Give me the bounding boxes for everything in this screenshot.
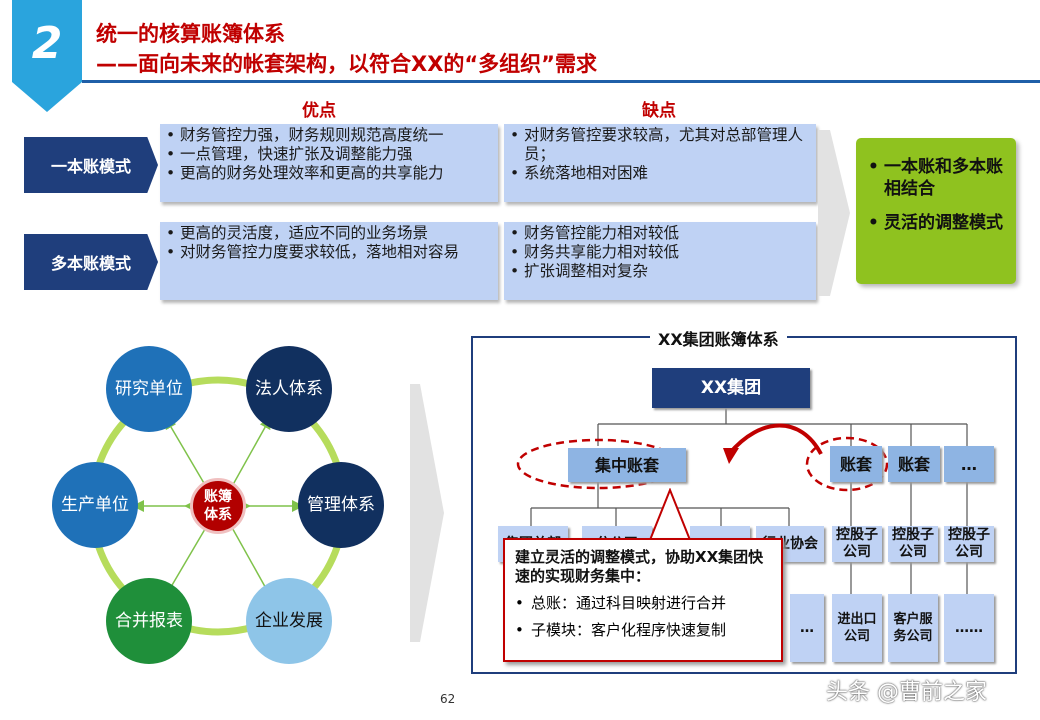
org-subunit-import-export: 进出口公司 — [832, 594, 882, 662]
ledger-more: … — [944, 446, 994, 482]
ledger-b: 账套 — [888, 446, 940, 482]
list-item: 财务共享能力相对较低 — [510, 243, 810, 262]
page-subtitle: ——面向未来的帐套架构，以符合XX的“多组织”需求 — [96, 52, 597, 76]
ledger-highlight — [805, 436, 889, 492]
header-divider — [82, 80, 1040, 83]
org-unit-holding: 控股子公司 — [944, 526, 994, 562]
conclusion-item: 灵活的调整模式 — [868, 212, 1008, 234]
list-item: 对财务管控要求较高，尤其对总部管理人员； — [510, 126, 810, 164]
callout-item: 总账：通过科目映射进行合并 — [515, 594, 771, 613]
org-subunit-customer-service: 客户服务公司 — [888, 594, 938, 662]
list-item: 财务管控力强，财务规则规范高度统一 — [166, 126, 492, 145]
list-item: 系统落地相对困难 — [510, 164, 810, 183]
ledger-central: 集中账套 — [568, 448, 686, 482]
list-item: 更高的财务处理效率和更高的共享能力 — [166, 164, 492, 183]
page-number: 62 — [440, 692, 456, 706]
node-center: 账簿体系 — [190, 478, 246, 534]
org-unit-holding: 控股子公司 — [832, 526, 882, 562]
section-number: 2 — [31, 18, 63, 69]
callout-pointer — [648, 488, 692, 541]
curved-arrow — [727, 423, 823, 456]
list-item: 对财务管控力度要求较低，落地相对容易 — [166, 243, 492, 262]
org-chart-title: XX集团账簿体系 — [650, 326, 787, 350]
org-subunit: … — [790, 594, 824, 662]
node-consolidation: 合并报表 — [106, 578, 192, 664]
multi-ledger-label: 多本账模式 — [24, 234, 158, 290]
single-ledger-pros: 财务管控力强，财务规则规范高度统一 一点管理，快速扩张及调整能力强 更高的财务处… — [160, 124, 498, 202]
single-ledger-cons: 对财务管控要求较高，尤其对总部管理人员； 系统落地相对困难 — [504, 124, 816, 202]
spoke-arrows — [132, 416, 304, 598]
callout-box: 建立灵活的调整模式，协助XX集团快速的实现财务集中： 总账：通过科目映射进行合并… — [503, 538, 783, 662]
node-management: 管理体系 — [298, 462, 384, 548]
list-item: 一点管理，快速扩张及调整能力强 — [166, 145, 492, 164]
org-unit-holding: 控股子公司 — [888, 526, 938, 562]
node-legal: 法人体系 — [246, 346, 332, 432]
multi-ledger-cons: 财务管控能力相对较低 财务共享能力相对较低 扩张调整相对复杂 — [504, 222, 816, 300]
org-root: XX集团 — [652, 368, 810, 408]
conclusion-item: 一本账和多本账相结合 — [868, 156, 1008, 200]
multi-ledger-pros: 更高的灵活度，适应不同的业务场景 对财务管控力度要求较低，落地相对容易 — [160, 222, 498, 300]
node-research: 研究单位 — [106, 346, 192, 432]
callout-item: 子模块：客户化程序快速复制 — [515, 621, 771, 640]
conclusion-arrow — [818, 130, 850, 296]
node-production: 生产单位 — [52, 462, 138, 548]
callout-heading: 建立灵活的调整模式，协助XX集团快速的实现财务集中： — [515, 548, 764, 585]
watermark: 头条 @曹前之家 — [826, 680, 987, 705]
cons-header: 缺点 — [642, 101, 676, 121]
single-ledger-label: 一本账模式 — [24, 137, 158, 193]
node-development: 企业发展 — [246, 578, 332, 664]
list-item: 财务管控能力相对较低 — [510, 224, 810, 243]
org-connectors — [516, 408, 968, 594]
pros-header: 优点 — [302, 101, 336, 121]
conclusion-box: 一本账和多本账相结合 灵活的调整模式 — [856, 138, 1016, 284]
org-subunit-more: …… — [944, 594, 994, 662]
flow-chevron — [410, 384, 444, 642]
list-item: 扩张调整相对复杂 — [510, 262, 810, 281]
page-title: 统一的核算账簿体系 — [96, 22, 285, 46]
list-item: 更高的灵活度，适应不同的业务场景 — [166, 224, 492, 243]
ledger-a: 账套 — [830, 446, 882, 482]
section-badge — [12, 0, 82, 112]
